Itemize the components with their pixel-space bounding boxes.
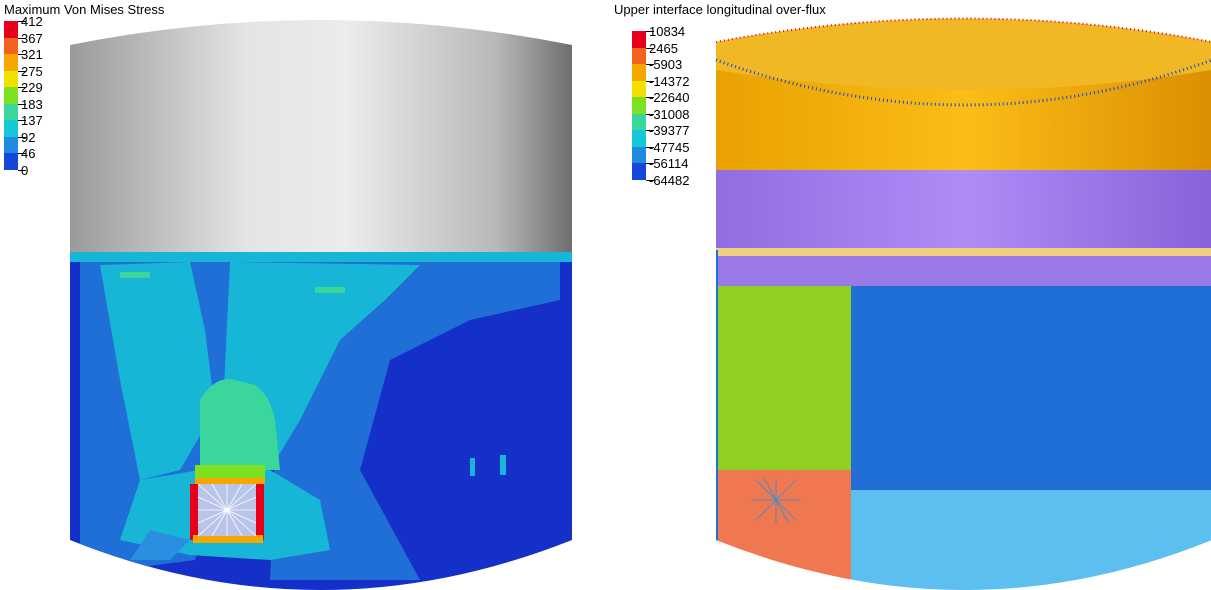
stress-cylinder-view <box>70 20 572 590</box>
overflux-plot-panel: Upper interface longitudinal over-flux 1… <box>606 0 1211 590</box>
legend-swatch <box>4 21 18 38</box>
legend-swatch <box>632 113 646 130</box>
legend-swatch <box>632 80 646 97</box>
legend-tick <box>18 120 26 121</box>
legend-tick <box>18 70 26 72</box>
legend-tick <box>646 31 654 32</box>
legend-tick <box>646 64 654 65</box>
stress-plot-title: Maximum Von Mises Stress <box>4 2 165 17</box>
legend-label: 367 <box>21 30 43 46</box>
legend-swatch <box>632 31 646 48</box>
legend-swatch <box>4 37 18 54</box>
legend-tick <box>18 103 26 105</box>
legend-tick <box>18 87 26 88</box>
legend-label: 0 <box>21 162 29 178</box>
stress-map <box>70 252 572 590</box>
legend-tick <box>646 113 654 115</box>
legend-tick <box>18 37 26 39</box>
legend-tick <box>646 179 654 181</box>
legend-tick <box>18 54 26 55</box>
legend-label: -64482 <box>649 172 690 188</box>
legend-label: 229 <box>21 80 43 95</box>
legend-tick <box>18 153 26 154</box>
legend-swatch <box>4 153 18 170</box>
legend-label: 2465 <box>649 40 678 56</box>
legend-swatch <box>632 146 646 163</box>
legend-label: 92 <box>21 129 36 145</box>
legend-swatch <box>4 103 18 120</box>
legend-tick <box>646 97 654 98</box>
legend-swatch <box>632 163 646 180</box>
legend-tick <box>18 136 26 138</box>
legend-label: -47745 <box>649 139 690 155</box>
legend-label: 275 <box>21 63 43 79</box>
overflux-cylinder-view <box>715 17 1211 590</box>
legend-label: 183 <box>21 96 43 112</box>
mesh-spokes-right <box>751 477 801 524</box>
legend-label: -56114 <box>649 156 689 171</box>
legend-swatch <box>4 136 18 153</box>
legend-label: 412 <box>21 14 43 29</box>
legend-label: -22640 <box>649 90 690 105</box>
mesh-spokes-left <box>197 483 257 537</box>
legend-swatch <box>4 70 18 87</box>
legend-swatch <box>632 97 646 114</box>
legend-tick <box>18 169 26 171</box>
legend-label: 137 <box>21 113 43 128</box>
legend-label: -39377 <box>649 123 690 138</box>
legend-swatch <box>4 120 18 137</box>
legend-label: -5903 <box>649 57 683 72</box>
legend-label: 321 <box>21 47 43 62</box>
legend-tick <box>646 146 654 148</box>
legend-label: -14372 <box>649 73 690 89</box>
legend-tick <box>646 47 654 49</box>
legend-label: 10834 <box>649 24 686 39</box>
legend-swatch <box>4 54 18 71</box>
legend-tick <box>18 21 26 22</box>
legend-swatch <box>632 47 646 64</box>
legend-tick <box>646 130 654 131</box>
cylinder-upper-shell <box>70 20 572 252</box>
legend-label: -31008 <box>649 106 690 122</box>
overflux-map <box>716 18 1211 590</box>
overflux-plot-title: Upper interface longitudinal over-flux <box>614 2 826 17</box>
legend-tick <box>646 163 654 164</box>
legend-tick <box>646 80 654 82</box>
legend-swatch <box>632 130 646 147</box>
legend-swatch <box>632 64 646 81</box>
legend-label: 46 <box>21 146 36 161</box>
legend-swatch <box>4 87 18 104</box>
